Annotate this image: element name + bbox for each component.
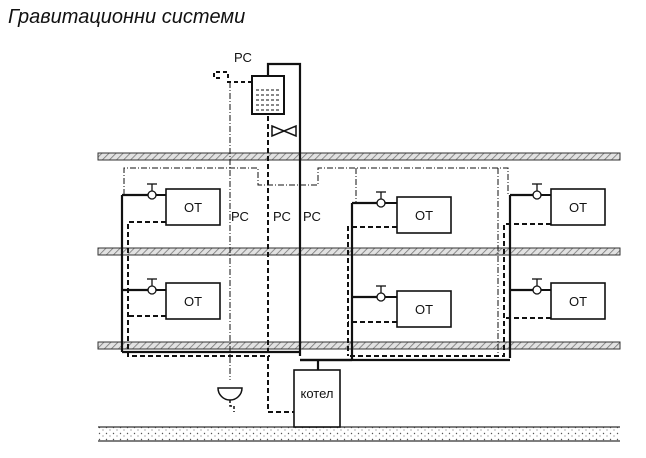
radiator-label: ОТ: [184, 200, 202, 215]
radiator-valves: [147, 183, 551, 302]
rs-label-left: РС: [231, 209, 249, 224]
rs-label-tank: РС: [234, 50, 252, 65]
supply-pipes: [120, 62, 537, 372]
boiler: котел: [293, 369, 341, 428]
slab-middle: [97, 247, 621, 256]
radiators: ОТ ОТ ОТ ОТ ОТ ОТ: [165, 188, 606, 328]
radiator-label: ОТ: [569, 200, 587, 215]
slab-lower: [97, 341, 621, 350]
boiler-label: котел: [301, 386, 334, 401]
return-pipes: [127, 116, 551, 413]
valve-icon: [532, 183, 542, 200]
radiator-ot-lower-right: ОТ: [550, 282, 606, 320]
radiator-ot-upper-left: ОТ: [165, 188, 221, 226]
rs-label-center: РС: [273, 209, 291, 224]
valve-icon: [147, 278, 157, 295]
rs-labels: РС РС РС РС: [231, 50, 321, 224]
radiator-label: ОТ: [415, 208, 433, 223]
radiator-ot-upper-middle: ОТ: [396, 196, 452, 234]
rs-label-right: РС: [303, 209, 321, 224]
valve-icon: [147, 183, 157, 200]
circulation-lines: [123, 82, 509, 380]
radiator-label: ОТ: [184, 294, 202, 309]
gate-valve-icon: [271, 124, 297, 138]
valve-icon: [376, 191, 386, 208]
radiator-ot-lower-left: ОТ: [165, 282, 221, 320]
ground: [98, 427, 620, 441]
expansion-tank: [213, 71, 285, 115]
radiator-ot-upper-right: ОТ: [550, 188, 606, 226]
drain-funnel-icon: [217, 387, 243, 412]
radiator-label: ОТ: [569, 294, 587, 309]
page-title: Гравитационни системи: [8, 6, 246, 28]
radiator-ot-lower-middle: ОТ: [396, 290, 452, 328]
floor-slabs: [97, 152, 621, 442]
slab-top: [97, 152, 621, 161]
valve-icon: [532, 278, 542, 295]
valve-icon: [376, 285, 386, 302]
radiator-label: ОТ: [415, 302, 433, 317]
